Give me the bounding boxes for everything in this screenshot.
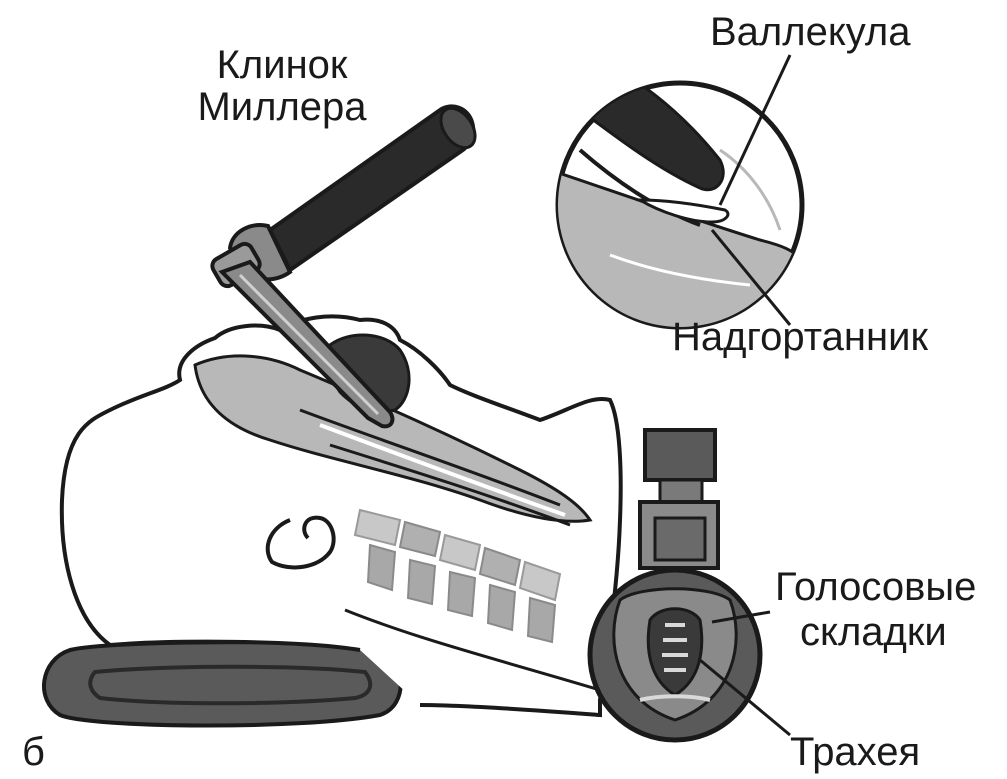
label-miller-blade-line1: Клинок (217, 43, 348, 87)
label-epiglottis: Надгортанник (672, 315, 928, 359)
label-vallecula: Валлекула (710, 10, 911, 54)
label-miller-blade-line2: Миллера (197, 85, 367, 129)
label-vocal-folds-line2: складки (800, 610, 947, 654)
inset-epiglottis-detail (550, 55, 813, 330)
label-trachea: Трахея (790, 730, 920, 774)
label-vocal-folds-line1: Голосовые (775, 565, 976, 609)
head-pillow (44, 642, 401, 725)
panel-letter: б (22, 730, 45, 774)
